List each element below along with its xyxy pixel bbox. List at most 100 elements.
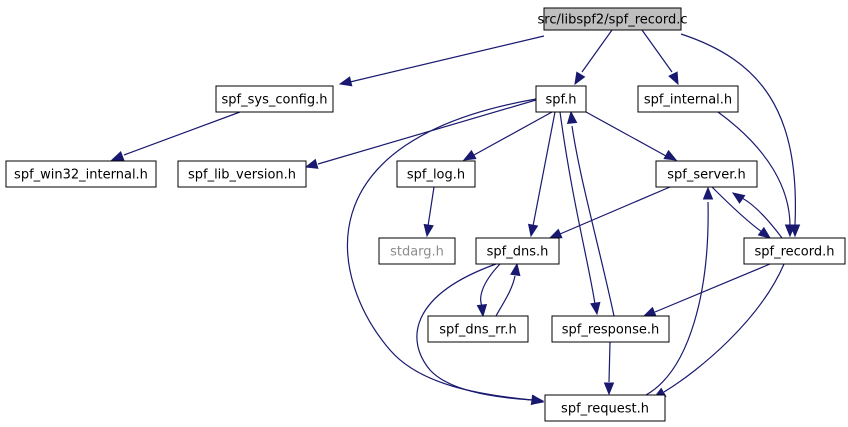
arrowhead xyxy=(590,301,601,316)
edge-line xyxy=(663,263,785,393)
node-label: spf_log.h xyxy=(407,168,465,183)
arrowhead xyxy=(110,151,125,161)
arrowhead xyxy=(566,110,578,124)
node-label: spf_lib_version.h xyxy=(188,168,296,183)
node-dns-rr[interactable]: spf_dns_rr.h xyxy=(427,315,529,343)
arrowhead xyxy=(338,76,353,87)
node-label: src/libspf2/spf_record.c xyxy=(538,13,688,28)
node-label: spf_win32_internal.h xyxy=(14,168,148,183)
edge-internal-to-record xyxy=(717,111,796,238)
edge-server-to-dns xyxy=(548,186,671,239)
node-win32[interactable]: spf_win32_internal.h xyxy=(5,160,157,188)
edge-line xyxy=(559,111,596,305)
arrowhead xyxy=(784,224,796,238)
edge-line xyxy=(741,197,783,239)
node-box[interactable] xyxy=(743,237,846,265)
node-stdarg[interactable]: stdarg.h xyxy=(378,237,456,265)
node-sys-config[interactable]: spf_sys_config.h xyxy=(215,85,334,113)
node-label: spf_internal.h xyxy=(644,93,732,108)
arrowhead xyxy=(663,149,678,161)
node-response[interactable]: spf_response.h xyxy=(551,315,670,343)
node-label: spf_response.h xyxy=(562,323,660,338)
node-box[interactable] xyxy=(543,7,682,31)
edge-line xyxy=(581,29,613,73)
edge-spf-to-dns xyxy=(527,111,556,238)
node-box[interactable] xyxy=(637,85,739,113)
node-box[interactable] xyxy=(5,160,157,188)
arrowhead xyxy=(668,71,679,86)
arrowhead xyxy=(548,228,563,239)
edge-dns_rr-to-dns xyxy=(495,262,521,317)
graph-nodes: src/libspf2/spf_record.c spf_sys_config.h… xyxy=(5,7,846,422)
edge-line xyxy=(608,341,611,383)
edge-log-to-stdarg xyxy=(423,186,435,238)
node-request[interactable]: spf_request.h xyxy=(544,394,666,422)
edge-line xyxy=(645,201,709,396)
arrowhead xyxy=(510,262,521,277)
edge-root-to-internal xyxy=(641,29,679,86)
edge-request-to-server xyxy=(645,186,714,396)
edge-line xyxy=(641,29,673,73)
edge-line xyxy=(717,111,791,227)
edge-dns-to-dns_rr xyxy=(476,263,501,318)
node-internal[interactable]: spf_internal.h xyxy=(637,85,739,113)
edge-line xyxy=(123,111,241,156)
edge-spf-to-server xyxy=(585,111,678,161)
node-label: spf_dns_rr.h xyxy=(439,323,517,338)
edge-line xyxy=(585,111,667,157)
node-box[interactable] xyxy=(378,237,456,265)
edge-line xyxy=(495,275,516,317)
arrowhead xyxy=(757,226,772,239)
edge-line xyxy=(427,186,435,227)
edge-root-to-sys_config xyxy=(338,35,545,87)
node-box[interactable] xyxy=(551,315,670,343)
graph-edges xyxy=(110,29,801,406)
edge-line xyxy=(571,125,615,317)
arrowhead xyxy=(731,192,746,204)
node-dns[interactable]: spf_dns.h xyxy=(475,237,560,265)
node-box[interactable] xyxy=(535,85,587,113)
edge-line xyxy=(480,263,501,309)
arrowhead xyxy=(574,71,586,86)
node-label: spf.h xyxy=(545,93,576,108)
arrowhead xyxy=(423,223,434,238)
edge-spf-to-log xyxy=(462,111,553,161)
node-box[interactable] xyxy=(215,85,334,113)
edge-dns-to-request xyxy=(416,263,545,406)
edge-line xyxy=(654,263,771,313)
node-box[interactable] xyxy=(177,160,307,188)
edge-spf-to-lib_version xyxy=(304,99,537,169)
node-log[interactable]: spf_log.h xyxy=(396,160,476,188)
node-root[interactable]: src/libspf2/spf_record.c xyxy=(538,7,688,31)
node-box[interactable] xyxy=(544,394,666,422)
node-box[interactable] xyxy=(396,160,476,188)
edge-root-to-record xyxy=(680,33,801,238)
edge-response-to-request xyxy=(603,341,615,396)
edge-record-to-request xyxy=(652,263,785,399)
node-label: spf_server.h xyxy=(667,168,745,183)
arrowhead xyxy=(531,394,545,406)
node-label: stdarg.h xyxy=(390,245,444,260)
node-label: spf_sys_config.h xyxy=(222,93,328,108)
node-box[interactable] xyxy=(427,315,529,343)
arrowhead xyxy=(603,382,615,396)
edge-line xyxy=(473,111,553,156)
arrowhead xyxy=(476,304,488,318)
node-box[interactable] xyxy=(655,160,758,188)
node-box[interactable] xyxy=(475,237,560,265)
edge-line xyxy=(559,186,671,235)
edge-line xyxy=(349,35,545,83)
edge-line xyxy=(317,99,537,165)
arrowhead xyxy=(642,306,657,317)
node-spf[interactable]: spf.h xyxy=(535,85,587,113)
edge-root-to-spf xyxy=(574,29,613,86)
edge-record-to-response xyxy=(642,263,771,317)
arrowhead xyxy=(462,149,477,161)
edge-response-to-spf xyxy=(566,110,615,317)
arrowhead xyxy=(304,158,319,169)
node-server[interactable]: spf_server.h xyxy=(655,160,758,188)
arrowhead xyxy=(702,186,714,200)
node-record[interactable]: spf_record.h xyxy=(743,237,846,265)
node-lib-version[interactable]: spf_lib_version.h xyxy=(177,160,307,188)
